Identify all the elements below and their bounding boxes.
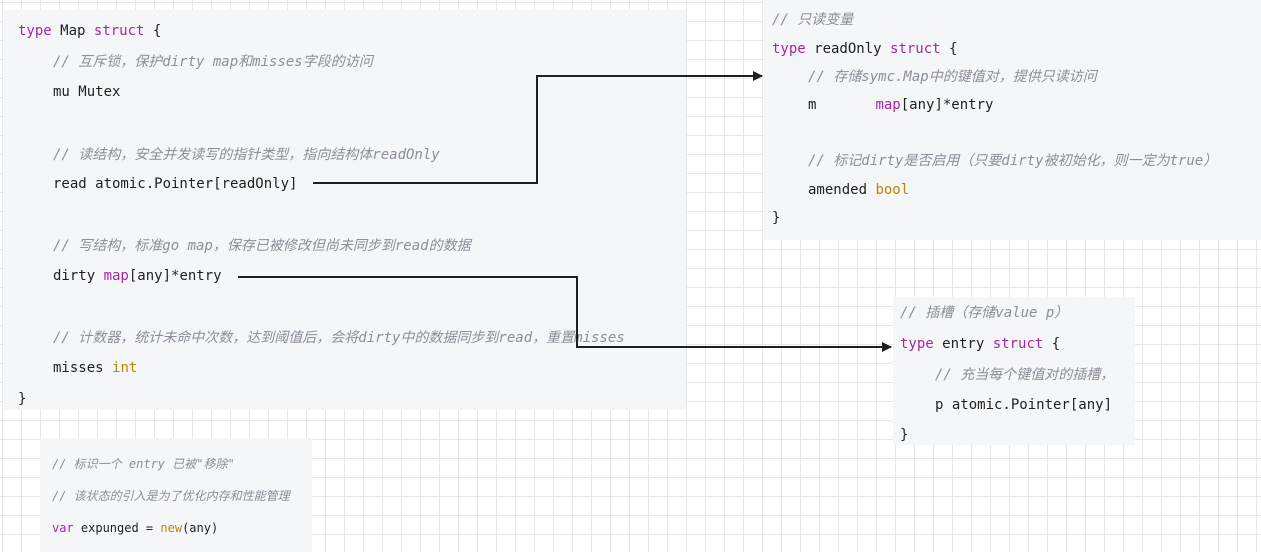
struct-keyword: struct [890, 41, 941, 57]
m-type: [any]*entry [900, 97, 994, 113]
entry-title-comment: // 插槽（存储value p） [900, 305, 1069, 321]
new-keyword: new [160, 521, 183, 535]
expunged-name: expunged = [73, 521, 161, 535]
entry-header: type entry struct { [900, 334, 1135, 354]
expunged-card: // 标识一个 entry 已被"移除" // 该状态的引入是为了优化内存和性能… [40, 438, 312, 552]
readonly-header: type readOnly struct { [772, 39, 1261, 59]
entry-struct-card: // 插槽（存储value p） type entry struct { // … [893, 297, 1135, 445]
map-keyword: map [103, 268, 129, 284]
m-field: m map[any]*entry [808, 95, 1261, 115]
expunged-arg: (any) [182, 521, 219, 535]
struct-name: entry [933, 336, 993, 352]
read-comment: // 读结构，安全并发读写的指针类型，指向结构体readOnly [53, 147, 440, 163]
struct-keyword: struct [992, 336, 1044, 352]
amended-comment: // 标记dirty是否启用（只要dirty被初始化，则一定为true） [808, 153, 1218, 169]
dirty-to-entry-arrow [238, 276, 892, 352]
misses-field: misses int [53, 358, 686, 378]
amended-name: amended [808, 182, 876, 198]
struct-name: readOnly [805, 41, 891, 57]
dirty-comment: // 写结构，标准go map，保存已被修改但尚未同步到read的数据 [53, 238, 471, 254]
close-brace: } [18, 391, 27, 407]
dirty-field: dirty map[any]*entry [53, 266, 686, 286]
dirty-name: dirty [53, 268, 104, 284]
type-keyword: type [18, 23, 52, 39]
type-keyword: type [900, 336, 934, 352]
misses-comment: // 计数器，统计未命中次数，达到阈值后，会将dirty中的数据同步到read，… [53, 330, 625, 346]
open-brace: { [940, 41, 958, 57]
amended-field: amended bool [808, 180, 1261, 200]
var-keyword: var [52, 521, 74, 535]
expunged-comment-1: // 标识一个 entry 已被"移除" [52, 457, 235, 471]
dirty-type: [any]*entry [128, 268, 222, 284]
read-field: read atomic.Pointer[readOnly] [53, 176, 298, 192]
close-brace: } [772, 210, 781, 226]
readonly-title-comment: // 只读变量 [772, 12, 854, 28]
open-brace: { [1043, 336, 1061, 352]
expunged-declaration: var expunged = new(any) [52, 518, 312, 538]
p-comment: // 充当每个键值对的插槽， [935, 367, 1115, 383]
p-field: p atomic.Pointer[any] [935, 397, 1113, 413]
open-brace: { [152, 23, 162, 39]
close-brace: } [900, 427, 909, 443]
type-keyword: type [772, 41, 806, 57]
read-to-readonly-arrow [313, 71, 763, 184]
misses-name: misses [53, 360, 113, 376]
expunged-comment-2: // 该状态的引入是为了优化内存和性能管理 [52, 489, 290, 503]
mu-field: mu Mutex [53, 84, 121, 100]
mu-comment: // 互斥锁，保护dirty map和misses字段的访问 [53, 54, 373, 70]
bool-type: bool [875, 182, 910, 198]
struct-keyword: struct [93, 23, 145, 39]
map-keyword: map [875, 97, 901, 113]
m-comment: // 存储symc.Map中的键值对，提供只读访问 [808, 69, 1097, 85]
int-type: int [112, 360, 138, 376]
map-struct-header: type Map struct { [18, 21, 686, 41]
m-name: m [808, 97, 876, 113]
struct-name: Map [60, 23, 86, 39]
readonly-struct-card: // 只读变量 type readOnly struct { // 存储symc… [764, 0, 1261, 240]
